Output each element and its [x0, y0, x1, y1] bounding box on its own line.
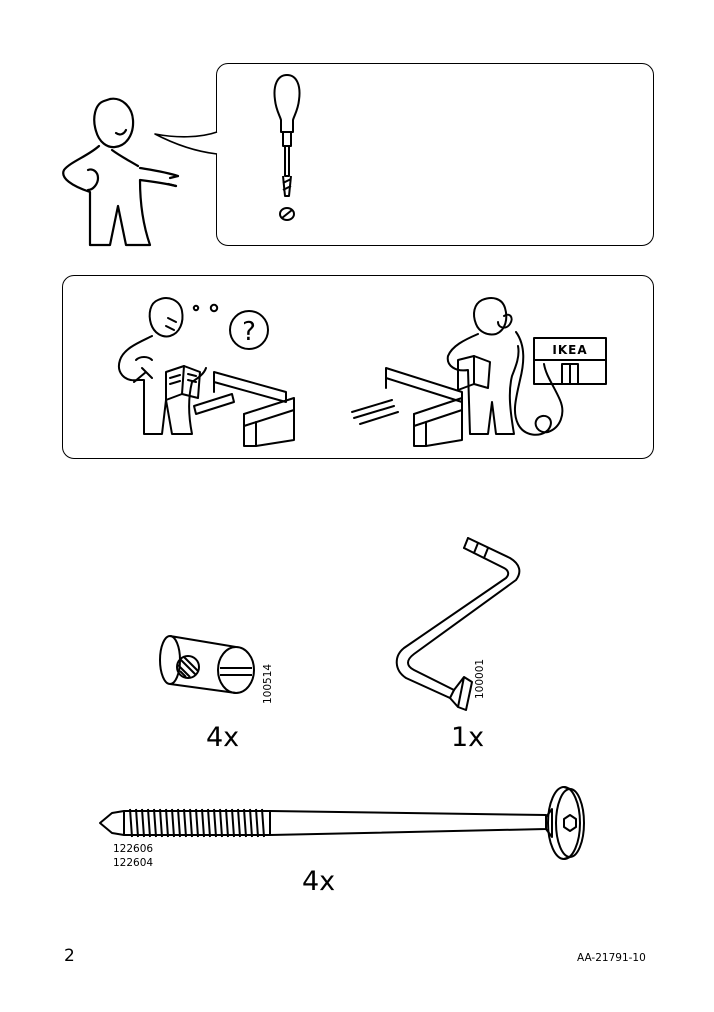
part-number-100001: 100001 — [474, 658, 486, 699]
ikea-store-sign: IKEA — [552, 343, 587, 357]
part-quantity-cam-lock: 4x — [206, 722, 240, 753]
part-number-122604: 122604 — [113, 857, 154, 869]
ikea-man-pointing-illustration — [62, 97, 180, 247]
connector-bolt-icon — [99, 786, 585, 860]
flathead-screwdriver-icon — [273, 74, 301, 221]
page-number: 2 — [64, 946, 75, 966]
part-number-122606: 122606 — [113, 843, 154, 855]
confused-man-illustration: ? IKEA — [118, 297, 607, 447]
allen-key-icon — [395, 537, 521, 711]
question-mark: ? — [242, 317, 256, 347]
speech-bubble-tail — [154, 131, 219, 155]
part-quantity-connector-bolt: 4x — [302, 866, 336, 897]
part-quantity-allen-key: 1x — [451, 722, 485, 753]
document-code: AA-21791-10 — [577, 952, 646, 964]
part-number-100514: 100514 — [262, 663, 274, 704]
cam-lock-nut-icon — [159, 635, 255, 694]
